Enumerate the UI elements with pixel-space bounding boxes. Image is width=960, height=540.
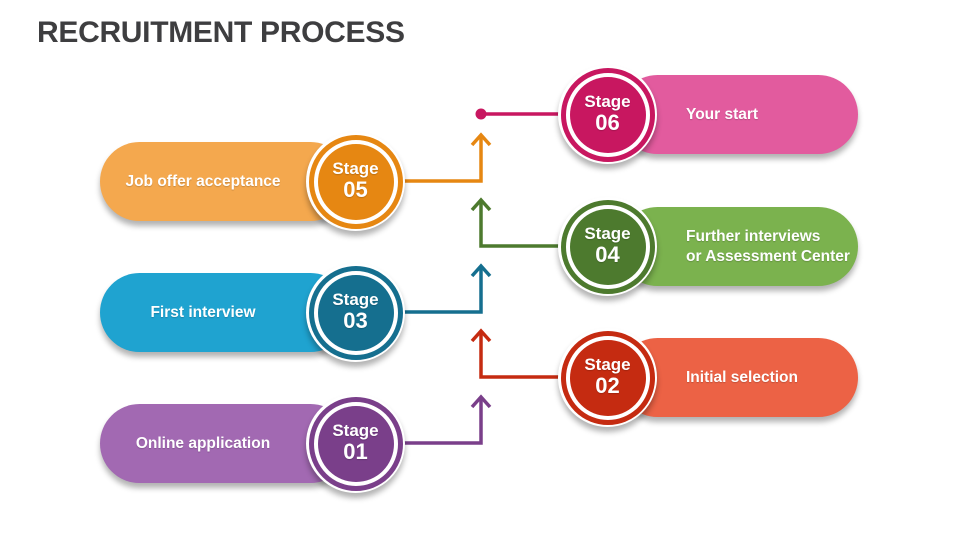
stage-04-label-line2: or Assessment Center: [686, 247, 850, 265]
stage-01-badge-fill: Stage 01: [317, 405, 394, 482]
stage-05-label: Job offer acceptance: [125, 172, 281, 190]
elbow-line: [404, 137, 483, 183]
stage-01-label: Online application: [135, 434, 271, 452]
stage-05-item: Job offer acceptance Stage 05: [0, 132, 960, 231]
stage-06-end-line: [475, 108, 559, 120]
arrow-head: [470, 263, 492, 278]
stage-02-item: Initial selection Stage 02: [0, 328, 960, 427]
stage-06-badge-fill: Stage 06: [569, 76, 646, 153]
stage-02-label-line1: Initial selection: [686, 368, 798, 386]
stage-05-badge-ring: [308, 134, 403, 229]
stage-04-badge-ring: [560, 199, 655, 294]
stage-06-label-line1: Your start: [686, 105, 759, 123]
stage-04-label: Further interviews or Assessment Center: [618, 227, 850, 266]
stage-03-word: Stage: [332, 290, 379, 310]
stage-02-label: Initial selection: [618, 368, 798, 387]
stage-05-badge-fill: Stage 05: [317, 143, 394, 220]
stage-06-number: 06: [595, 110, 620, 136]
stage-03-label: First interview: [150, 303, 256, 321]
elbow-line: [404, 399, 483, 445]
stage-01-item: Online application Stage 01: [0, 394, 960, 493]
stage-02-word: Stage: [584, 355, 631, 375]
stage-03-item: First interview Stage 03: [0, 263, 960, 362]
stage-02-number: 02: [595, 373, 620, 399]
stage-04-label-line1: Further interviews: [686, 228, 821, 246]
stage-04-pill: Further interviews or Assessment Center: [618, 207, 858, 286]
stage-01-word: Stage: [332, 421, 379, 441]
stage-05-number: 05: [343, 177, 368, 203]
stage-03-badge: Stage 03: [306, 263, 405, 362]
stage-06-label: Your start: [618, 105, 758, 124]
stage-02-badge-ring: [560, 330, 655, 425]
stage-03-badge-ring: [308, 265, 403, 360]
stage-06-item: Your start Stage 06: [0, 65, 960, 164]
elbow-line: [479, 333, 559, 379]
arrow-head: [470, 132, 492, 147]
stage-01-up-arrow-icon: [404, 394, 492, 445]
stage-02-up-arrow-icon: [470, 328, 559, 379]
stage-05-up-arrow-icon: [404, 132, 492, 183]
stage-05-word: Stage: [332, 159, 379, 179]
stage-04-badge: Stage 04: [558, 197, 657, 296]
stage-04-badge-fill: Stage 04: [569, 208, 646, 285]
arrow-head: [470, 197, 492, 212]
stage-06-pill: Your start: [618, 75, 858, 154]
arrow-head: [470, 328, 492, 343]
stage-06-word: Stage: [584, 92, 631, 112]
arrow-head: [470, 394, 492, 409]
stage-01-number: 01: [343, 439, 368, 465]
stage-04-word: Stage: [584, 224, 631, 244]
stage-01-badge-ring: [308, 396, 403, 491]
stage-02-badge: Stage 02: [558, 328, 657, 427]
stage-06-badge-ring: [560, 67, 655, 162]
stage-05-badge: Stage 05: [306, 132, 405, 231]
stage-04-item: Further interviews or Assessment Center …: [0, 197, 960, 296]
stage-06-badge: Stage 06: [558, 65, 657, 164]
page-title: RECRUITMENT PROCESS: [37, 16, 405, 49]
stage-02-pill: Initial selection: [618, 338, 858, 417]
stage-03-number: 03: [343, 308, 368, 334]
stage-01-badge: Stage 01: [306, 394, 405, 493]
elbow-line: [479, 202, 559, 248]
stage-02-badge-fill: Stage 02: [569, 339, 646, 416]
flow-end-dot-icon: [475, 108, 487, 120]
elbow-line: [404, 268, 483, 314]
stage-03-badge-fill: Stage 03: [317, 274, 394, 351]
stage-03-up-arrow-icon: [404, 263, 492, 314]
stage-04-up-arrow-icon: [470, 197, 559, 248]
stage-04-number: 04: [595, 242, 620, 268]
